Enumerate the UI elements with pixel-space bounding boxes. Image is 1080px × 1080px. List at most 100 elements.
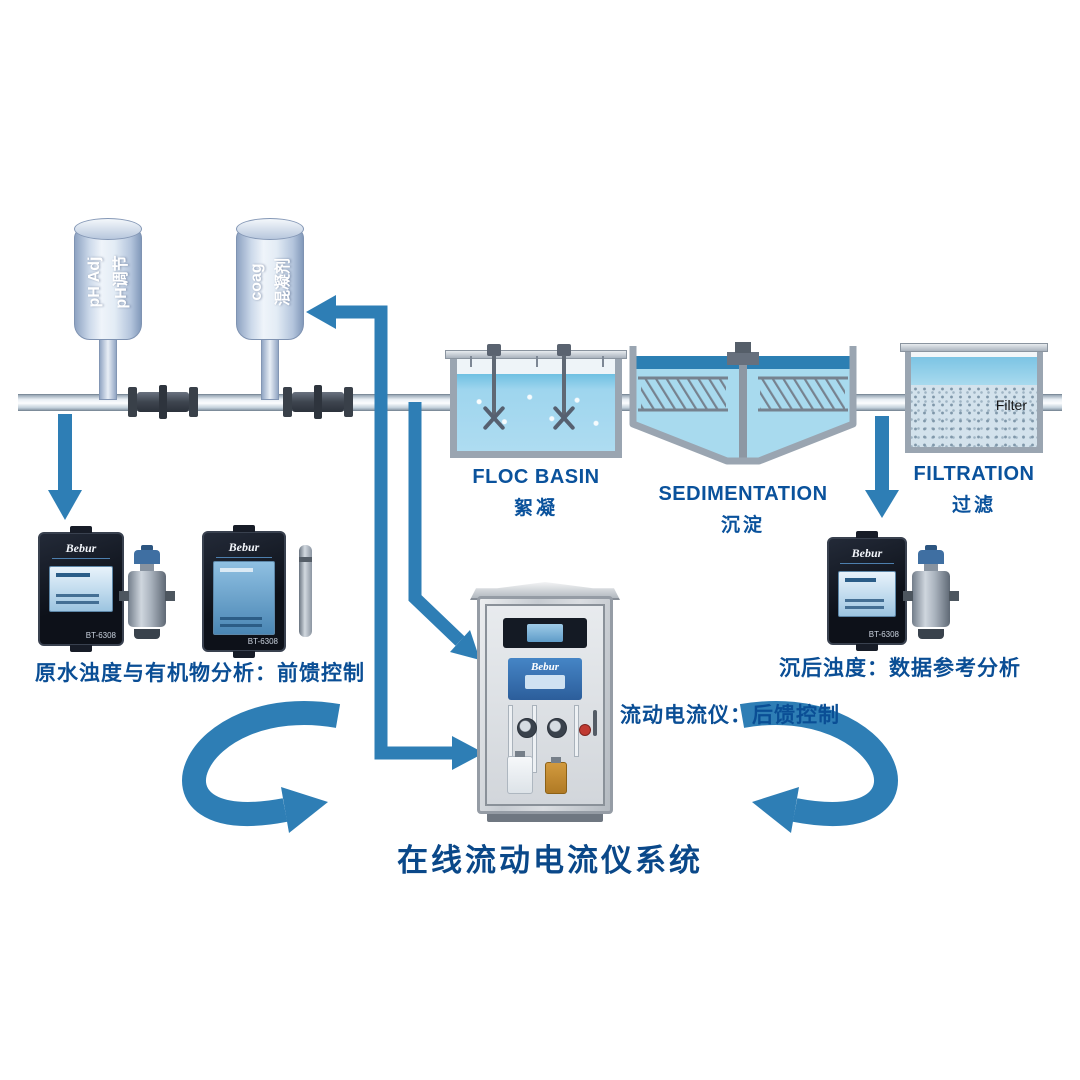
valve-flange bbox=[283, 387, 292, 417]
tank-label: pH Adj pH调节 bbox=[79, 230, 137, 334]
reference-curve-line bbox=[739, 701, 898, 826]
sensor-cap bbox=[918, 550, 944, 564]
stage-name-en: FLOC BASIN bbox=[472, 466, 600, 488]
tube bbox=[533, 706, 536, 772]
valve-ring bbox=[159, 385, 167, 419]
panel-screen bbox=[49, 566, 113, 612]
down-arrow-left-icon bbox=[48, 490, 82, 520]
inline-valve-2 bbox=[283, 385, 353, 419]
ph-dosing-tank: pH Adj pH调节 bbox=[74, 218, 142, 400]
arrow-to-coag-tank-icon bbox=[306, 295, 336, 329]
analyzer-panel-organics: Bebur BT-6308 bbox=[202, 531, 286, 652]
arrow-diagonal-cabinet-icon bbox=[450, 630, 480, 660]
sensor-body bbox=[128, 571, 166, 627]
sensor-neck bbox=[140, 564, 154, 571]
cabinet-body: Bebur bbox=[477, 596, 613, 814]
controller-screen bbox=[527, 624, 563, 642]
red-valve-knob bbox=[579, 724, 591, 736]
center-column bbox=[739, 364, 747, 458]
valve-ring bbox=[314, 385, 322, 419]
baffle-hanger bbox=[536, 356, 538, 367]
tank-label-zh: 混凝剂 bbox=[274, 257, 292, 306]
sensor-base bbox=[134, 629, 160, 639]
reagent-bottle bbox=[507, 756, 533, 794]
sensor-neck bbox=[924, 564, 938, 571]
scm-cabinet: Bebur bbox=[470, 582, 620, 822]
pump-head-icon bbox=[517, 718, 537, 738]
basin-rim bbox=[900, 343, 1048, 352]
stage-name-zh: 沉淀 bbox=[720, 515, 765, 536]
filter-media bbox=[911, 385, 1037, 447]
tank-body bbox=[74, 228, 142, 340]
stage-name-en: SEDIMENTATION bbox=[658, 483, 828, 505]
filter-water bbox=[911, 357, 1037, 385]
sample-bottle bbox=[545, 762, 567, 794]
mixer bbox=[482, 344, 506, 458]
model-label: BT-6308 bbox=[247, 637, 278, 646]
sensor-base bbox=[918, 629, 944, 639]
tube bbox=[575, 706, 578, 756]
stage-name-zh: 絮凝 bbox=[513, 498, 558, 519]
panel-screen bbox=[838, 571, 896, 617]
sensor-cap bbox=[134, 550, 160, 564]
mixer-motor-icon bbox=[487, 344, 501, 356]
sensor-port bbox=[119, 591, 129, 601]
analyzer-panel-turbidity: Bebur BT-6308 bbox=[38, 532, 124, 646]
page-title: 在线流动电流仪系统 bbox=[397, 843, 703, 878]
stage-label-sedimentation: SEDIMENTATION 沉淀 bbox=[628, 483, 858, 537]
lamella-rails bbox=[638, 376, 848, 412]
tank-outlet-stem bbox=[261, 336, 279, 400]
scm-analyzer-box: Bebur bbox=[508, 658, 582, 700]
inline-valve-1 bbox=[128, 385, 198, 419]
sensor-connector bbox=[141, 545, 153, 551]
brand-label: Bebur bbox=[52, 541, 110, 559]
brand-label: Bebur bbox=[530, 661, 560, 673]
baffle-hanger bbox=[470, 356, 472, 367]
caption-feedback: 流动电流仪：后馈控制 bbox=[620, 704, 840, 727]
door-handle bbox=[593, 710, 597, 736]
model-label: BT-6308 bbox=[85, 631, 116, 640]
filtration-basin: Filter bbox=[900, 343, 1048, 453]
stage-name-zh: 过滤 bbox=[951, 495, 996, 516]
sensor-body bbox=[912, 571, 950, 627]
coagulant-dosing-tank: coag 混凝剂 bbox=[236, 218, 304, 400]
analyzer-panel-settled-turbidity: Bebur BT-6308 bbox=[827, 537, 907, 645]
mixer-shaft bbox=[562, 355, 566, 419]
turbidity-sensor bbox=[903, 545, 959, 639]
lamella-left bbox=[641, 378, 726, 410]
model-label: BT-6308 bbox=[868, 630, 899, 639]
basin-water bbox=[457, 374, 615, 451]
cabinet-door: Bebur bbox=[485, 604, 605, 806]
panel-touchscreen bbox=[213, 561, 275, 635]
brand-label: Bebur bbox=[216, 540, 272, 558]
brand-label: Bebur bbox=[840, 546, 894, 564]
valve-flange bbox=[189, 387, 198, 417]
coag-feed-line bbox=[334, 305, 455, 760]
sedimentation-basin bbox=[628, 336, 858, 470]
pump-head-icon bbox=[547, 718, 567, 738]
tube bbox=[509, 706, 512, 764]
sample-line bbox=[408, 402, 465, 646]
caption-reference: 沉后浊度：数据参考分析 bbox=[779, 657, 1021, 680]
down-arrow-right-icon bbox=[865, 490, 899, 518]
sensor-port bbox=[165, 591, 175, 601]
cabinet-base bbox=[487, 814, 603, 822]
mixer-motor-icon bbox=[557, 344, 571, 356]
mixer-shaft bbox=[492, 355, 496, 419]
sed-walls bbox=[629, 346, 857, 465]
tank-outlet-stem bbox=[99, 336, 117, 400]
tank-label-en: coag bbox=[247, 263, 265, 301]
valve-flange bbox=[128, 387, 137, 417]
lamella-right bbox=[760, 378, 845, 410]
tank-label-zh: pH调节 bbox=[112, 255, 130, 309]
sensor-port bbox=[903, 591, 913, 601]
arrow-to-cabinet-icon bbox=[452, 736, 484, 770]
tank-cap bbox=[236, 218, 304, 240]
stage-label-filtration: FILTRATION 过滤 bbox=[905, 463, 1043, 517]
sensor-connector bbox=[925, 545, 937, 551]
baffle-hanger bbox=[602, 356, 604, 367]
filter-media-label: Filter bbox=[995, 397, 1027, 413]
drive-bridge bbox=[727, 352, 759, 365]
sensor-port bbox=[949, 591, 959, 601]
